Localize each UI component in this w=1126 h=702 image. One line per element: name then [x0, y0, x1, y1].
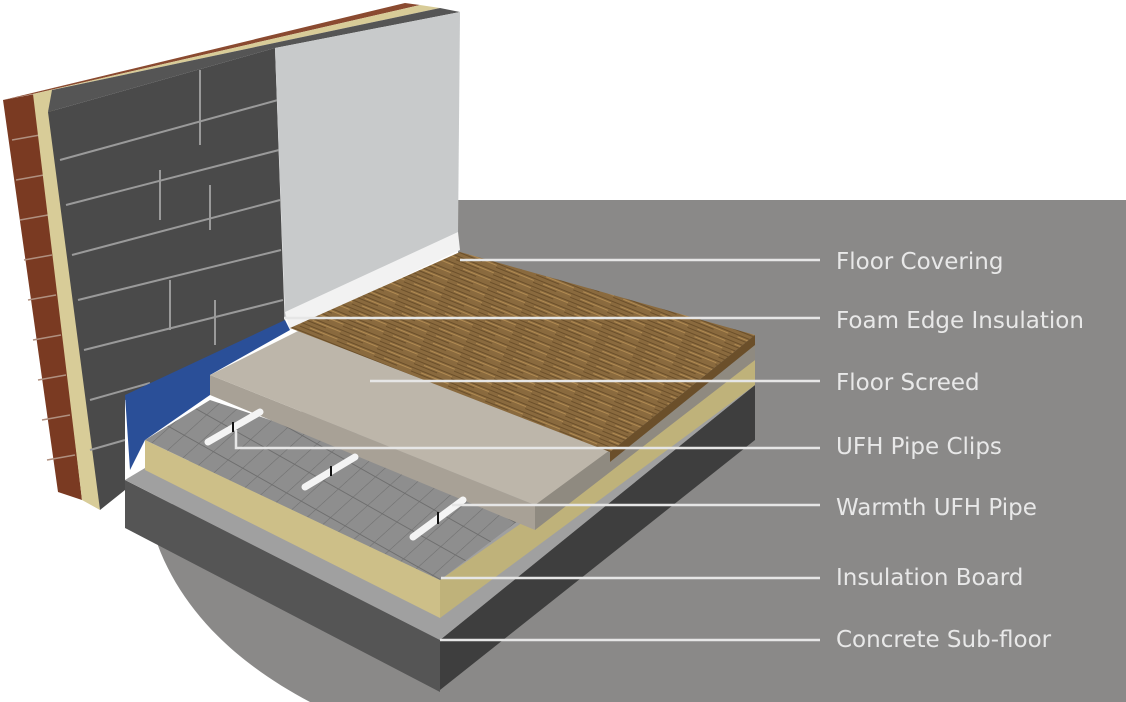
wood-floor	[290, 252, 755, 452]
screed-top	[210, 330, 610, 505]
plaster-wall	[275, 12, 460, 318]
pipe-grid	[145, 400, 535, 580]
concrete-right	[440, 385, 755, 690]
floor-layers	[125, 252, 755, 692]
wood-edge	[610, 335, 755, 462]
brick-top	[3, 3, 420, 100]
label-floor-covering: Floor Covering	[836, 249, 1004, 275]
leader-lines	[234, 258, 820, 642]
insulation-right	[440, 360, 755, 618]
skirting-board	[285, 232, 460, 330]
label-ufh-pipe-clips: UFH Pipe Clips	[836, 434, 1002, 460]
insulation-front	[145, 440, 440, 618]
leader-pipe-clips	[234, 430, 820, 450]
pipe-clip	[232, 422, 439, 524]
foam-edge-insulation	[125, 320, 290, 470]
label-warmth-ufh-pipe: Warmth UFH Pipe	[836, 495, 1037, 521]
block-top	[48, 8, 460, 112]
screed-front	[210, 375, 535, 530]
label-foam-edge-insulation: Foam Edge Insulation	[836, 308, 1084, 334]
concrete-front	[125, 480, 440, 692]
label-concrete-sub-floor: Concrete Sub-floor	[836, 627, 1052, 653]
label-insulation-board: Insulation Board	[836, 565, 1024, 591]
label-floor-screed: Floor Screed	[836, 370, 980, 396]
wall	[3, 3, 460, 510]
